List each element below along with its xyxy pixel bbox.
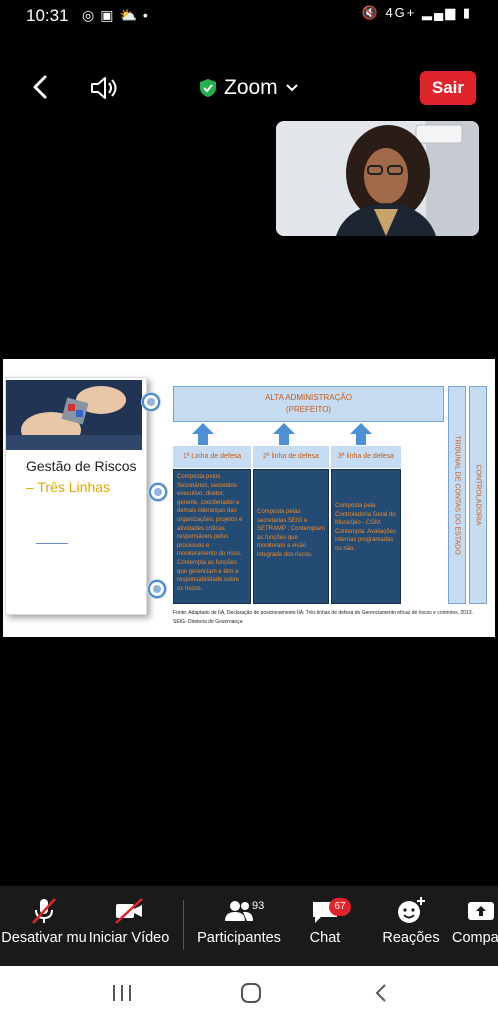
system-icons: 🔇 4G+ ▂▄▆ ▮ [362, 5, 472, 21]
recent-apps-icon[interactable] [111, 982, 133, 1004]
alta-title: ALTA ADMINISTRAÇÃO [265, 393, 352, 402]
participant-video-thumbnail[interactable] [276, 121, 479, 236]
chat-label: Chat [309, 930, 341, 946]
second-line-header: 2ª linha de defesa [253, 446, 329, 468]
share-button[interactable]: Compa [452, 886, 498, 966]
shared-screen-slide: Gestão de Riscos – Três Linhas ALTA ADMI… [3, 359, 495, 637]
second-line-text: Composta pelas secretarias SEIG e SETRAM… [253, 469, 329, 604]
alta-administracao-box: ALTA ADMINISTRAÇÃO (PREFEITO) [173, 386, 444, 422]
first-line-text: Composta pelos Secretários, secretário e… [173, 469, 251, 604]
battery-icon: ▮ [462, 5, 472, 20]
mute-status-icon: 🔇 [361, 5, 380, 20]
participant-video-image [276, 121, 479, 236]
mute-label: Desativar mu [1, 930, 87, 946]
slide-source: Fonte: Adaptado de IIA, Declaração de po… [173, 610, 473, 616]
slide-source-dept: SEIG- Diretoria de Governança [173, 619, 243, 625]
chevron-down-icon [285, 84, 298, 92]
leave-button[interactable]: Sair [419, 71, 476, 105]
start-video-button[interactable]: Iniciar Vídeo [88, 886, 170, 966]
slide-title-card: Gestão de Riscos – Três Linhas [5, 377, 147, 615]
timeline-marker [142, 393, 160, 411]
timeline-marker [148, 580, 166, 598]
meeting-title-dropdown[interactable]: Zoom [200, 74, 298, 102]
up-arrow-icon [192, 423, 214, 445]
controladoria-box: CONTROLADORIA [469, 386, 487, 604]
meeting-controls-bar: Desativar mu Iniciar Vídeo 93 Participan… [0, 886, 498, 966]
network-label: 4G+ [385, 5, 417, 20]
business-cube-image [6, 380, 142, 450]
chat-button[interactable]: 67 Chat [296, 886, 354, 966]
video-camera-off-icon [115, 898, 143, 924]
controls-divider [183, 900, 184, 950]
mute-button[interactable]: Desativar mu [0, 886, 88, 966]
participants-button[interactable]: 93 Participantes [196, 886, 282, 966]
tribunal-box: TRIBUNAL DE CONTAS DO ESTADO [448, 386, 466, 604]
meeting-topbar: Zoom Sair [0, 60, 498, 116]
meeting-title: Zoom [224, 76, 278, 99]
slide-card-subtitle: – Três Linhas [26, 479, 111, 495]
chat-unread-badge: 67 [329, 898, 351, 916]
participants-icon [225, 901, 253, 921]
back-arrow-icon[interactable] [26, 72, 56, 102]
up-arrow-icon [273, 423, 295, 445]
participants-label: Participantes [197, 930, 281, 946]
third-line-text: Composta pela Controladoria Geral do Mun… [331, 469, 401, 604]
up-arrow-icon [350, 423, 372, 445]
system-navigation-bar [0, 966, 498, 1024]
speaker-icon[interactable] [88, 72, 120, 104]
status-time: 10:31 [26, 6, 69, 25]
share-label: Compa [452, 930, 498, 946]
notification-icons: ◎▣⛅• [82, 7, 154, 23]
tribunal-label: TRIBUNAL DE CONTAS DO ESTADO [453, 435, 461, 555]
first-line-header: 1ª Linha de defesa [173, 446, 251, 468]
controladoria-label: CONTROLADORIA [474, 464, 482, 526]
signal-icon: ▂▄▆ [422, 5, 458, 20]
microphone-muted-icon [32, 898, 56, 924]
third-line-header: 3ª linha de defesa [331, 446, 401, 468]
shield-check-icon [200, 79, 216, 97]
start-video-label: Iniciar Vídeo [88, 930, 170, 946]
alta-subtitle: (PREFEITO) [285, 405, 332, 414]
slide-card-title: Gestão de Riscos [26, 458, 137, 474]
participants-count: 93 [252, 900, 265, 912]
status-bar: 10:31 ◎▣⛅• 🔇 4G+ ▂▄▆ ▮ [0, 0, 498, 34]
smiley-plus-icon [398, 897, 425, 923]
reactions-button[interactable]: Reações [380, 886, 442, 966]
home-icon[interactable] [240, 982, 262, 1004]
timeline-marker [149, 483, 167, 501]
reactions-label: Reações [382, 930, 440, 946]
divider [36, 543, 68, 544]
slide-source-note: Fonte: Adaptado de IIA, Declaração de po… [173, 609, 473, 627]
share-screen-icon [468, 902, 494, 920]
back-nav-icon[interactable] [371, 982, 393, 1004]
